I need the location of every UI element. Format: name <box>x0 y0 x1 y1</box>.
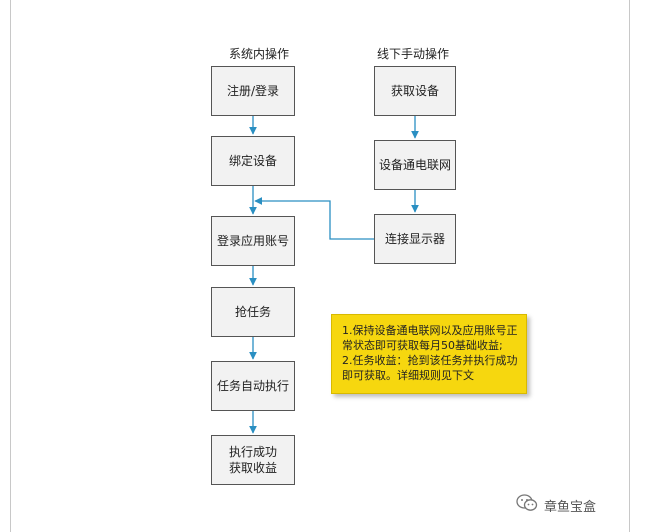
step-grab-task: 抢任务 <box>211 287 295 337</box>
canvas-frame <box>10 0 630 532</box>
note-line-1: 1.保持设备通电联网以及应用账号正 <box>342 324 518 337</box>
wechat-icon <box>516 494 538 516</box>
left-column-title: 系统内操作 <box>229 47 290 61</box>
step-login-app-account: 登录应用账号 <box>211 216 295 266</box>
arrow-monitor-to-left-flow <box>254 197 374 240</box>
info-note: 1.保持设备通电联网以及应用账号正 常状态即可获取每月50基础收益; 2.任务收… <box>331 314 527 394</box>
note-line-4: 即可获取。详细规则见下文 <box>342 369 474 382</box>
step-get-device: 获取设备 <box>374 66 456 116</box>
step-device-power-network: 设备通电联网 <box>374 140 456 190</box>
watermark-text: 章鱼宝盒 <box>544 499 597 515</box>
note-line-3: 2.任务收益：抢到该任务并执行成功 <box>342 354 518 367</box>
step-register-login: 注册/登录 <box>211 66 295 116</box>
step-connect-monitor: 连接显示器 <box>374 214 456 264</box>
step-success-get-earnings: 执行成功 获取收益 <box>211 435 295 485</box>
right-column-title: 线下手动操作 <box>377 47 450 61</box>
step-bind-device: 绑定设备 <box>211 136 295 186</box>
watermark: 章鱼宝盒 <box>516 494 596 516</box>
step-task-auto-execute: 任务自动执行 <box>211 361 295 411</box>
note-line-2: 常状态即可获取每月50基础收益; <box>342 339 503 352</box>
